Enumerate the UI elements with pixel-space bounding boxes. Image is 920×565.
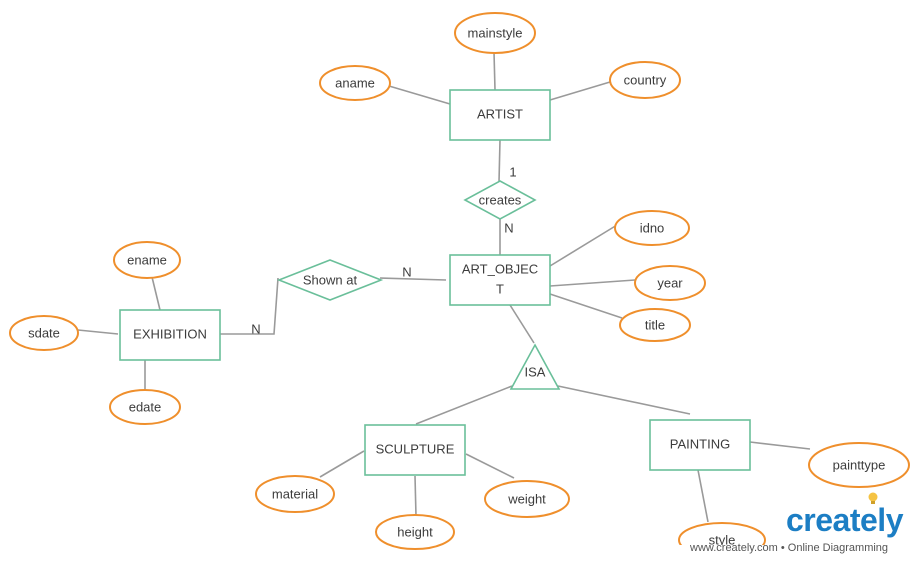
attr-material[interactable]: material (255, 475, 335, 513)
link-artist-creates (498, 139, 501, 183)
relationship-shown-at[interactable]: Shown at (276, 259, 384, 301)
link-idno-artobject (549, 224, 618, 267)
entity-sculpture[interactable]: SCULPTURE (364, 424, 466, 476)
cardinality-shownat-artobject: N (402, 264, 411, 279)
attr-edate[interactable]: edate (109, 389, 181, 425)
attr-material-label: material (272, 486, 318, 501)
link-shownat-artobject (379, 277, 447, 281)
link-aname-artist (388, 85, 451, 105)
entity-art-object-label-line1: ART_OBJEC (462, 261, 538, 276)
attr-painttype-label: painttype (833, 457, 886, 472)
connectors (77, 51, 811, 523)
link-isa-sculpture (415, 385, 513, 425)
link-year-artobject (549, 279, 636, 287)
link-isa-painting (557, 385, 691, 415)
link-ename-exhibition (151, 276, 161, 311)
entity-exhibition[interactable]: EXHIBITION (119, 309, 221, 361)
relationship-creates[interactable]: creates (463, 180, 537, 220)
attr-sdate-label: sdate (28, 325, 60, 340)
attr-country[interactable]: country (609, 61, 681, 99)
link-painttype-painting (749, 441, 811, 450)
attr-weight-label: weight (507, 491, 546, 506)
entity-artist-label: ARTIST (477, 106, 523, 121)
entity-art-object[interactable]: ART_OBJEC T (449, 254, 551, 306)
attr-title[interactable]: title (619, 308, 691, 342)
link-height-sculpture (414, 475, 417, 517)
relationship-shown-at-label: Shown at (303, 272, 358, 287)
entity-painting[interactable]: PAINTING (649, 419, 751, 471)
attr-country-label: country (624, 72, 667, 87)
creately-footer[interactable]: www.creately.com • Online Diagramming (690, 542, 889, 554)
entity-art-object-label-line2: T (496, 281, 504, 296)
attr-year-label: year (657, 275, 683, 290)
lightbulb-icon (868, 492, 878, 504)
link-exhibition-shownat (220, 277, 279, 335)
attr-painttype[interactable]: painttype (808, 442, 910, 488)
link-weight-sculpture (465, 453, 515, 479)
cardinality-exhibition-shownat: N (251, 321, 260, 336)
entity-artist[interactable]: ARTIST (449, 89, 551, 141)
attr-idno[interactable]: idno (614, 210, 690, 246)
attr-aname[interactable]: aname (319, 65, 391, 101)
attr-weight[interactable]: weight (484, 480, 570, 518)
creately-logo-text: creately (786, 502, 903, 538)
attr-height-label: height (397, 524, 433, 539)
attr-mainstyle-label: mainstyle (468, 25, 523, 40)
attr-style-label: style (709, 532, 736, 547)
entity-sculpture-label: SCULPTURE (376, 441, 455, 456)
isa-label: ISA (525, 364, 546, 379)
attr-year[interactable]: year (634, 265, 706, 301)
link-mainstyle-artist (493, 51, 496, 91)
attr-aname-label: aname (335, 75, 375, 90)
attr-edate-label: edate (129, 399, 162, 414)
attr-ename-label: ename (127, 252, 167, 267)
relationship-creates-label: creates (479, 192, 522, 207)
entity-exhibition-label: EXHIBITION (133, 326, 207, 341)
isa-triangle[interactable]: ISA (509, 343, 561, 390)
attr-mainstyle[interactable]: mainstyle (454, 12, 536, 54)
link-artobject-isa (509, 304, 535, 344)
cardinality-creates-artobject: N (504, 220, 513, 235)
brand-backdrop (676, 545, 920, 565)
link-sdate-exhibition (77, 329, 119, 335)
attr-sdate[interactable]: sdate (9, 315, 79, 351)
cardinality-artist-creates: 1 (509, 164, 516, 179)
attr-height[interactable]: height (375, 514, 455, 550)
link-style-painting (697, 469, 709, 523)
creately-logo[interactable]: creately (784, 492, 912, 560)
attr-idno-label: idno (640, 220, 665, 235)
entity-painting-label: PAINTING (670, 436, 730, 451)
link-title-artobject (549, 293, 623, 319)
attr-ename[interactable]: ename (113, 241, 181, 279)
link-country-artist (549, 81, 611, 101)
link-material-sculpture (319, 450, 365, 478)
attr-title-label: title (645, 317, 665, 332)
